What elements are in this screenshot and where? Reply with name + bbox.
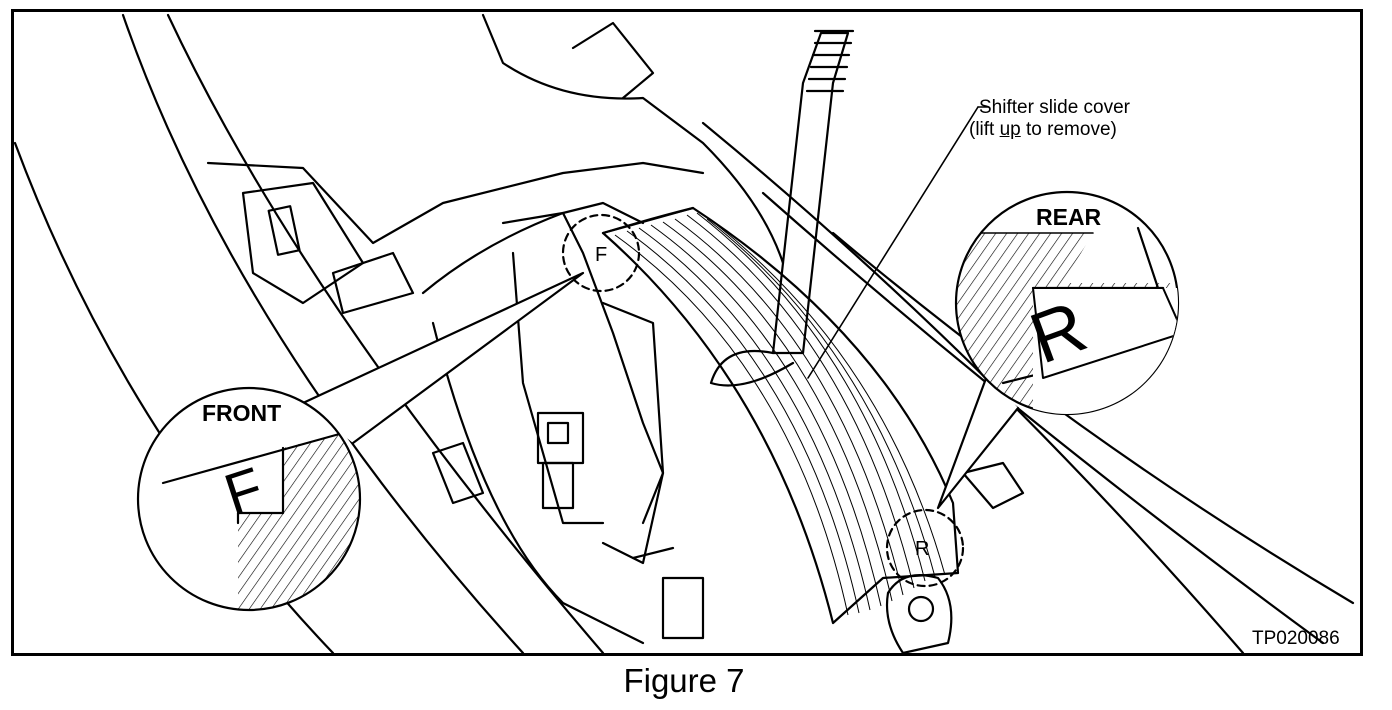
caption-text: Figure 7 — [623, 662, 745, 699]
bezel-left — [206, 161, 705, 245]
figure-frame: F R R F Shifter slide cover (lift up to … — [11, 9, 1363, 656]
callout-title: Shifter slide cover — [979, 97, 1131, 118]
lower-clip — [661, 576, 705, 640]
callout-subtitle: (lift up to remove) — [969, 119, 1117, 140]
connector-2 — [546, 421, 570, 445]
front-label: FRONT — [202, 400, 282, 426]
console-right-rail — [701, 121, 1245, 653]
rear-magnifier-pointer — [936, 371, 1020, 510]
slide-cover-top — [601, 206, 695, 235]
slide-cover-outline — [601, 206, 960, 625]
gate-housing-lower — [431, 321, 645, 645]
lever-thread — [805, 29, 855, 93]
bezel-slot-top — [267, 205, 301, 256]
linkage-rod — [631, 546, 675, 560]
figure-id: TP020086 — [1252, 628, 1340, 649]
upper-housing-tab — [571, 21, 655, 100]
shifter-illustration: F R R F — [14, 13, 1355, 653]
figure-caption: Figure 7 — [0, 662, 1392, 700]
upper-housing — [481, 13, 785, 265]
rear-mark-small: R — [915, 538, 929, 560]
front-magnifier-pointer — [301, 271, 585, 445]
rear-detail-circle — [885, 508, 965, 588]
mechanism-block — [501, 211, 665, 565]
right-mount — [961, 461, 1025, 510]
console-right-rail-3 — [831, 231, 1355, 605]
console-left-inner — [166, 13, 605, 653]
linkage-bracket — [601, 301, 665, 525]
console-right-rail-2 — [761, 191, 1325, 645]
knob-hole — [907, 595, 935, 623]
rear-label: REAR — [1036, 204, 1102, 230]
connector-3 — [541, 461, 575, 510]
callout-leader — [807, 106, 979, 379]
lower-left-slot — [431, 441, 485, 505]
front-mark-small: F — [595, 244, 607, 266]
bezel-arrow — [331, 251, 415, 315]
knob-base — [885, 574, 953, 653]
console-left-panel-edge — [121, 13, 525, 653]
mechanism-plate — [511, 251, 605, 525]
bezel-left-inner — [241, 181, 365, 305]
